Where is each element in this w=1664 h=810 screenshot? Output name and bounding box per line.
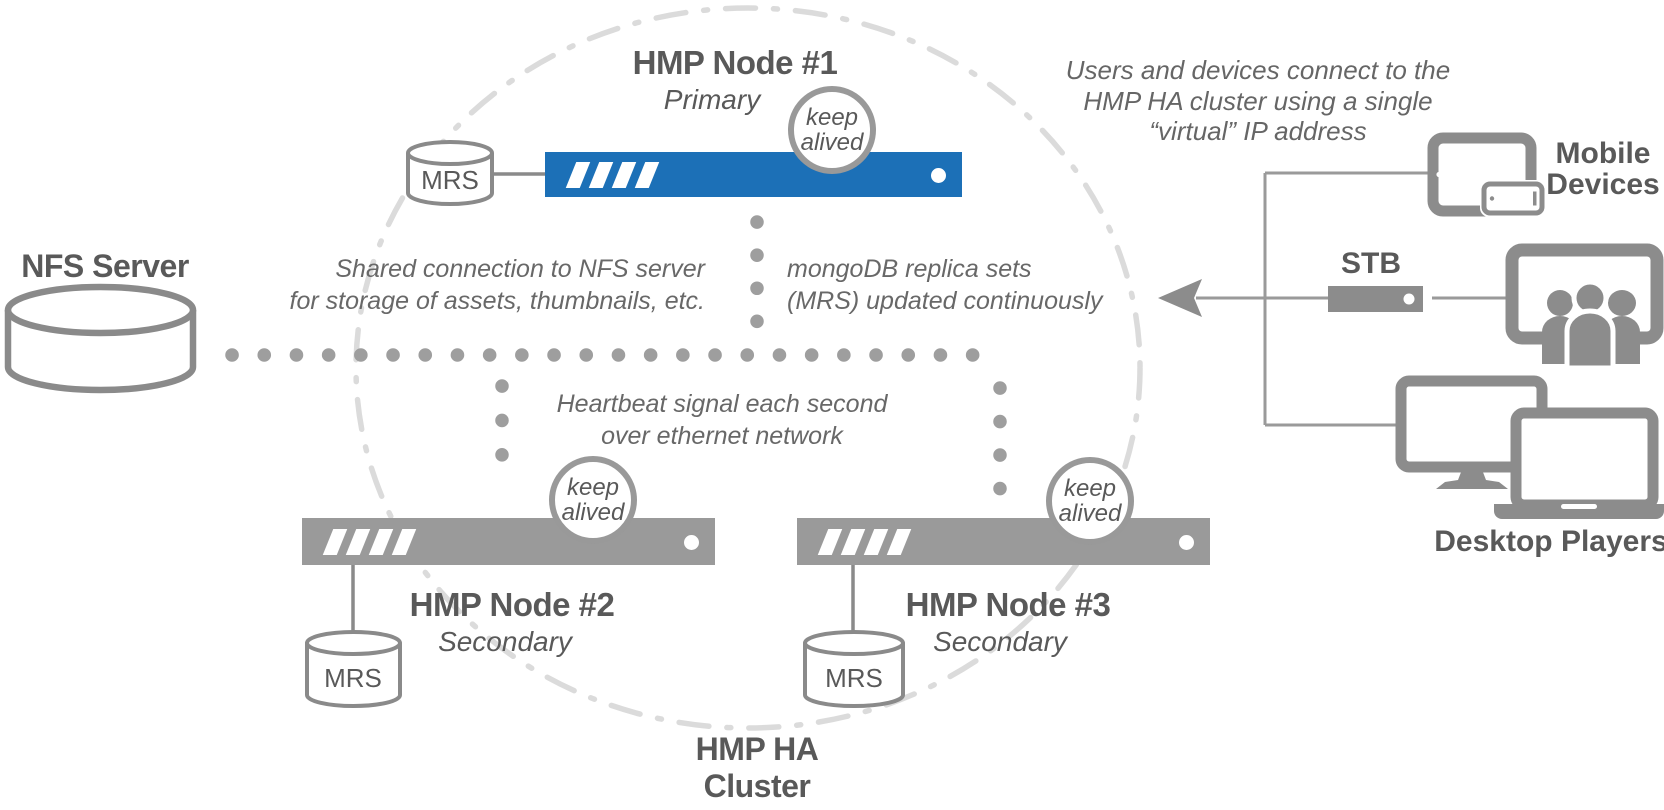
mrs-database-icon-node2: MRS [305, 630, 402, 708]
hmp-node3-server-bar [797, 518, 1210, 565]
client-bracket-lines [1196, 171, 1506, 427]
heartbeat-note: Heartbeat signal each second over ethern… [522, 388, 922, 452]
keepalived-label: alived [1058, 500, 1122, 527]
keepalived-badge-node1: keep alived [788, 86, 876, 174]
node3-role: Secondary [933, 626, 1067, 657]
nfs-server-icon [4, 283, 197, 394]
stb-icon [1328, 286, 1423, 312]
cluster-label-line2: Cluster [703, 768, 811, 804]
keepalived-label: keep [566, 474, 620, 501]
mrs-label-node3: MRS [825, 663, 883, 693]
power-led-icon [931, 167, 946, 183]
server-vents-icon [817, 528, 912, 555]
desktop-players-label: Desktop Players [1434, 525, 1664, 558]
mrs-label-node2: MRS [324, 663, 382, 693]
mongodb-replica-note: mongoDB replica sets (MRS) updated conti… [787, 253, 1207, 317]
heartbeat-line1: Heartbeat signal each second [556, 390, 888, 418]
cluster-boundary-ellipse [353, 5, 1143, 731]
power-led-icon [684, 534, 699, 550]
phone-icon [1480, 180, 1546, 217]
virtual-ip-note: Users and devices connect to the HMP HA … [1040, 55, 1476, 147]
hmp-node1-server-bar [545, 152, 962, 197]
virtual-ip-arrowhead [1158, 279, 1202, 317]
keepalived-label: alived [561, 499, 625, 526]
mongodb-replica-line2: (MRS) updated continuously [787, 287, 1103, 315]
server-vents-icon [322, 528, 417, 555]
node2-role: Secondary [438, 626, 572, 657]
mrs-label-node1: MRS [421, 165, 479, 195]
mongodb-replica-line1: mongoDB replica sets [787, 255, 1032, 283]
server-vents-icon [565, 161, 660, 188]
keepalived-label: alived [800, 129, 864, 156]
keepalived-label: keep [805, 104, 859, 131]
cluster-label: HMP HA Cluster [557, 731, 957, 805]
node1-role: Primary [663, 84, 761, 115]
virtual-ip-line2: HMP HA cluster using a single [1083, 85, 1433, 116]
monitor-icon [1395, 375, 1548, 489]
mrs-database-icon-node1: MRS [406, 140, 494, 206]
mobile-devices-line1: Mobile [1555, 137, 1651, 170]
heartbeat-line2: over ethernet network [601, 422, 843, 450]
mobile-devices-line2: Devices [1546, 168, 1660, 201]
keepalived-badge-node2: keep alived [549, 456, 637, 544]
mrs-database-icon-node3: MRS [803, 630, 905, 708]
keepalived-badge-node3: keep alived [1046, 457, 1134, 545]
laptop-icon [1494, 407, 1664, 519]
node1-title: HMP Node #1 [632, 44, 838, 81]
shared-connection-note: Shared connection to NFS server for stor… [205, 253, 705, 317]
virtual-ip-line1: Users and devices connect to the [1065, 55, 1451, 85]
node3-title: HMP Node #3 [905, 586, 1111, 623]
shared-connection-line2: for storage of assets, thumbnails, etc. [289, 287, 705, 315]
keepalived-label: keep [1063, 475, 1117, 502]
virtual-ip-line3: “virtual” IP address [1149, 116, 1367, 146]
power-led-icon [1179, 534, 1194, 550]
mobile-devices-label: Mobile Devices [1523, 138, 1664, 200]
stb-label: STB [1341, 247, 1401, 280]
tv-audience-icon [1505, 243, 1664, 371]
nfs-server-label: NFS Server [21, 248, 189, 284]
shared-connection-line1: Shared connection to NFS server [335, 255, 705, 283]
node2-title: HMP Node #2 [409, 586, 615, 623]
hmp-node2-server-bar [302, 518, 715, 565]
cluster-label-line1: HMP HA [695, 731, 819, 767]
